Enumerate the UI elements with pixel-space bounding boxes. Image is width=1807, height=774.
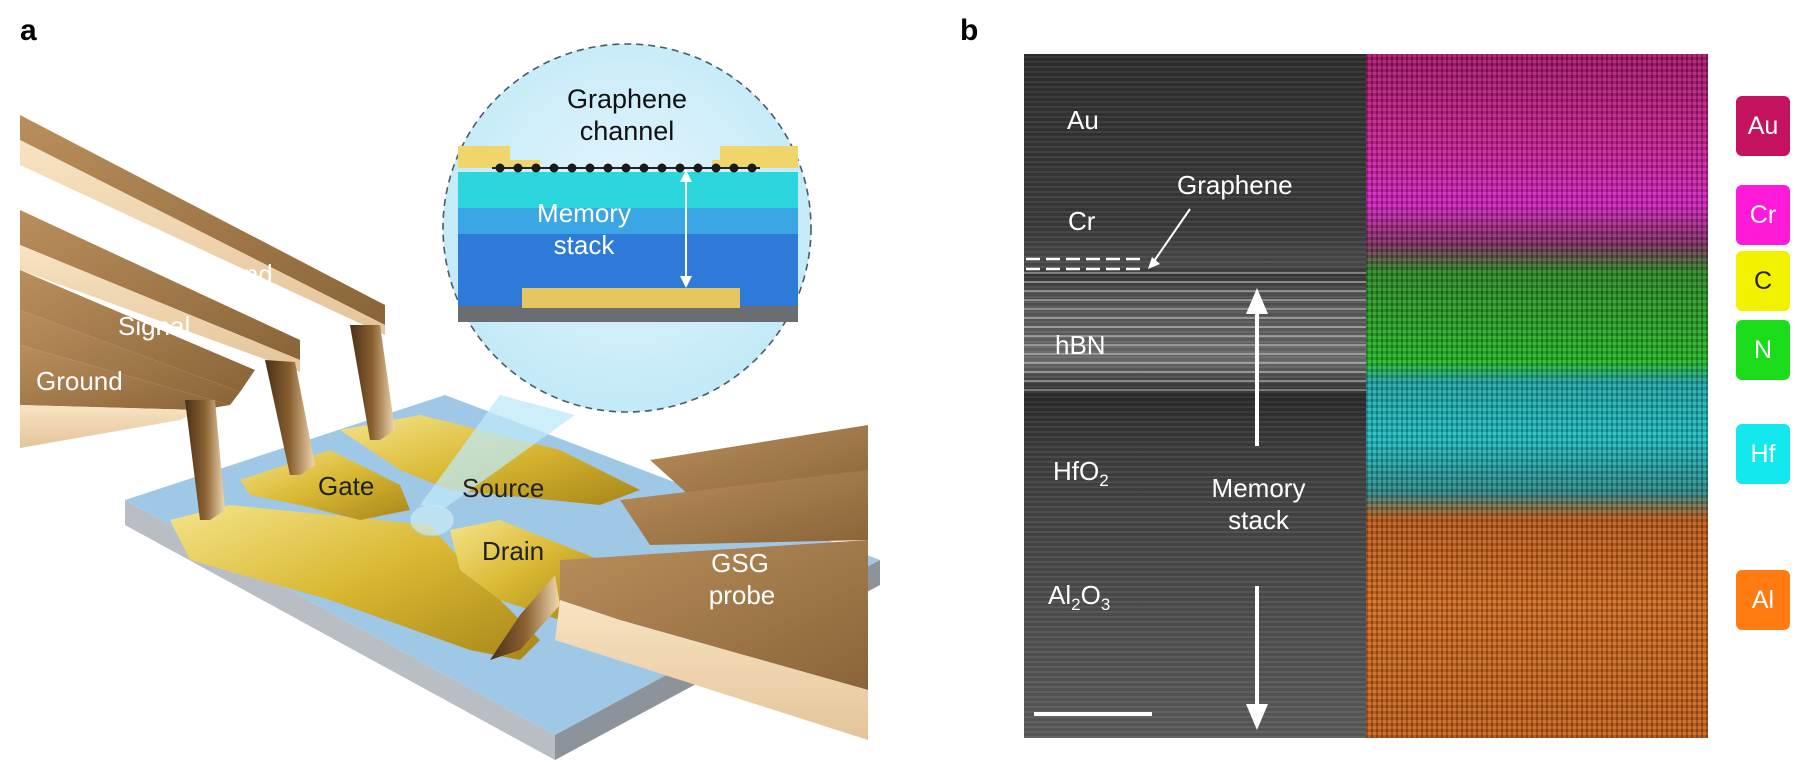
inset-title-line2: channel bbox=[580, 116, 675, 146]
tem-label-hbn: hBN bbox=[1055, 330, 1106, 360]
left-probe bbox=[20, 115, 395, 520]
label-gate: Gate bbox=[318, 471, 374, 501]
memory-line1: Memory bbox=[1211, 473, 1306, 503]
tem-label-memory-stack: Memory stack bbox=[1196, 472, 1321, 536]
label-ground-bottom: Ground bbox=[36, 366, 123, 396]
legend-hf: Hf bbox=[1736, 424, 1790, 484]
inset-title-line1: Graphene bbox=[567, 84, 687, 114]
inset-memory-line1: Memory bbox=[537, 198, 631, 228]
tem-label-al2o3: Al2O3 bbox=[1048, 580, 1110, 615]
label-signal: Signal bbox=[118, 311, 190, 341]
tem-label-au: Au bbox=[1067, 105, 1099, 135]
label-source: Source bbox=[462, 473, 544, 503]
inset-memory-line2: stack bbox=[554, 230, 616, 260]
hbn-fringes bbox=[1024, 272, 1366, 392]
inset-circle bbox=[442, 43, 812, 413]
legend-c: C bbox=[1736, 251, 1790, 311]
inset-callout bbox=[420, 395, 575, 508]
tem-label-graphene: Graphene bbox=[1177, 170, 1293, 200]
tem-label-cr: Cr bbox=[1068, 206, 1096, 236]
memory-line2: stack bbox=[1228, 505, 1289, 535]
tem-overlay bbox=[1026, 208, 1268, 730]
label-ground-top: Ground bbox=[186, 259, 273, 289]
legend-cr: Cr bbox=[1736, 185, 1790, 245]
hfo2-main: HfO bbox=[1053, 456, 1100, 486]
device-schematic: Graphene channel Memory stack Ground Sig… bbox=[20, 43, 880, 760]
al2o3-sub2: 3 bbox=[1100, 595, 1111, 615]
al2o3-sub1: 2 bbox=[1071, 595, 1081, 615]
tem-label-hfo2: HfO2 bbox=[1053, 456, 1109, 491]
hfo2-subscript: 2 bbox=[1099, 471, 1109, 491]
legend-n: N bbox=[1736, 320, 1790, 380]
panel-a-letter: a bbox=[20, 14, 37, 47]
al2o3-al: Al bbox=[1048, 580, 1072, 610]
legend-au: Au bbox=[1736, 96, 1790, 156]
panel-b-letter: b bbox=[960, 14, 979, 47]
label-gsg-line1: GSG bbox=[711, 548, 769, 578]
label-drain: Drain bbox=[482, 536, 544, 566]
scale-bar bbox=[1034, 712, 1152, 716]
right-probe bbox=[490, 425, 868, 740]
tem-image bbox=[1024, 54, 1366, 738]
legend-al: Al bbox=[1736, 570, 1790, 630]
al2o3-o: O bbox=[1080, 580, 1101, 610]
eds-map bbox=[1366, 54, 1708, 738]
label-gsg-line2: probe bbox=[709, 580, 776, 610]
